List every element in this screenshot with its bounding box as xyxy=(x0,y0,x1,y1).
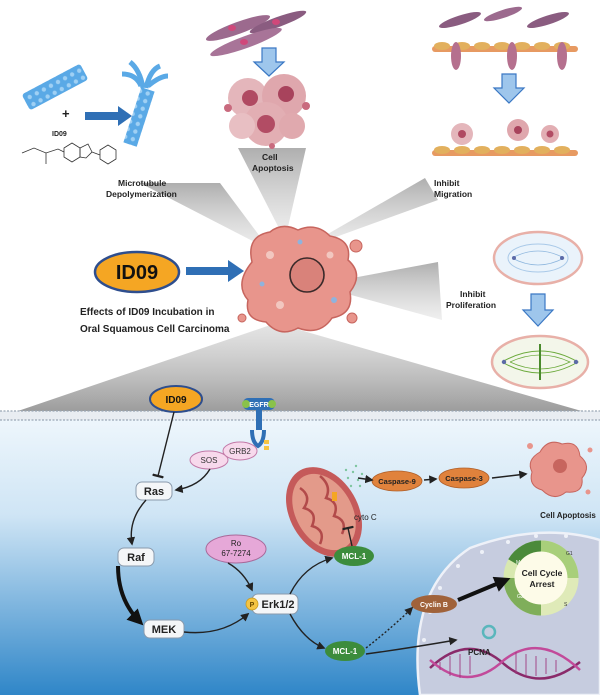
phase-m-label: M xyxy=(516,560,520,566)
spindle-cells-top xyxy=(205,10,307,57)
arrow-ras-to-raf xyxy=(126,499,147,546)
raf-label: Raf xyxy=(127,552,145,564)
mcl1-cyto-label: MCL-1 xyxy=(333,647,358,656)
grb2-node xyxy=(222,441,258,461)
arrest-label-2: Arrest xyxy=(529,579,554,589)
mcl1-cyto-node xyxy=(325,641,365,661)
dividing-cell-lower xyxy=(490,334,590,390)
proliferation-label-1: Inhibit xyxy=(460,289,486,299)
apoptosis-label-2: Apoptosis xyxy=(252,163,294,173)
beam-migration xyxy=(300,178,438,250)
arrow-cytoc-to-caspase9 xyxy=(357,474,374,484)
arrow-mcl1-to-pcna xyxy=(365,637,458,655)
arrow-down-apoptosis xyxy=(252,47,286,77)
arrow-caspase9-to-caspase3 xyxy=(423,475,438,484)
arrow-erk-to-mcl1-cyto xyxy=(289,613,326,650)
dividing-cell-upper xyxy=(492,230,584,286)
microtubule-illustration: + ID09 xyxy=(21,60,169,165)
egfr-label: EGFR xyxy=(249,402,268,409)
pathway-arrows xyxy=(126,411,528,655)
arrest-label-1: Cell Cycle xyxy=(522,568,563,578)
depolymerized-microtubule-icon xyxy=(121,60,169,147)
oscc-cell-icon xyxy=(237,225,363,333)
arrow-to-microtubule xyxy=(85,106,132,126)
ras-label: Ras xyxy=(144,486,164,498)
caspase3-node xyxy=(438,467,490,489)
dna-helix-icon xyxy=(429,646,581,680)
ro-inhibitor-node xyxy=(205,534,267,564)
beam-microtubule xyxy=(140,183,270,250)
cytochrome-dots xyxy=(344,464,364,488)
erk-label: Erk1/2 xyxy=(261,599,294,611)
cyclin-b-label: Cyclin B xyxy=(420,602,448,609)
sos-label: SOS xyxy=(201,456,218,465)
mitochondrion-icon xyxy=(286,467,362,557)
beam-apoptosis xyxy=(238,148,306,240)
raf-node xyxy=(117,547,155,567)
chemical-structure xyxy=(21,142,117,165)
caspase3-label: Caspase-3 xyxy=(445,474,483,483)
subtitle-line-2: Oral Squamous Cell Carcinoma xyxy=(80,324,230,335)
phase-g1-label: G1 xyxy=(566,551,573,557)
cell-membrane xyxy=(0,410,600,421)
subtitle-line-1: Effects of ID09 Incubation in xyxy=(80,307,214,318)
apoptosis-label-1: Cell xyxy=(262,152,278,162)
pcna-label: PCNA xyxy=(468,648,491,657)
drug-pill-label: ID09 xyxy=(116,262,158,284)
cyclin-b-node xyxy=(411,595,457,613)
mcl1-mito-label: MCL-1 xyxy=(342,552,367,561)
cyto-c-label: cyto C xyxy=(354,513,377,522)
id09-node xyxy=(149,385,203,413)
cell-apoptosis-label: Cell Apoptosis xyxy=(540,511,596,520)
drug-pill xyxy=(93,250,181,294)
grb2-label: GRB2 xyxy=(229,447,251,456)
plus-sign: + xyxy=(62,106,70,121)
beam-proliferation xyxy=(315,262,442,320)
arrow-down-proliferation xyxy=(521,293,555,327)
microtubule-label-2: Depolymerization xyxy=(106,189,177,199)
molecule-label: ID09 xyxy=(52,131,67,138)
phase-g2-label: G2 xyxy=(517,594,524,600)
ras-node xyxy=(135,481,173,501)
mek-label: MEK xyxy=(152,624,177,636)
migration-illustration-bottom xyxy=(432,119,578,156)
sos-node xyxy=(189,450,229,470)
ro-label-2: 67-7274 xyxy=(221,549,251,558)
caspase9-label: Caspase-9 xyxy=(378,477,416,486)
arrow-cyclin-to-arrest xyxy=(457,576,511,602)
pcna-ring-icon xyxy=(481,624,497,640)
arrow-raf-to-mek xyxy=(116,565,144,626)
microtubule-label-1: Microtubule xyxy=(118,178,166,188)
arrow-caspase3-to-apoptosis xyxy=(491,470,528,479)
arrow-ro-to-erk xyxy=(227,562,254,592)
arrow-drug-to-cell xyxy=(186,260,244,282)
id09-node-label: ID09 xyxy=(165,395,187,406)
migration-illustration-top xyxy=(432,6,578,70)
arrow-erk-to-mcl1-mito xyxy=(289,555,334,595)
phospho-label: P xyxy=(250,602,255,609)
arrow-down-migration xyxy=(492,73,526,104)
arrow-mcl1-to-cyclin xyxy=(365,606,414,649)
mek-node xyxy=(143,619,185,639)
arrow-mek-to-erk xyxy=(183,612,250,634)
mcl1-mito-node xyxy=(334,546,374,566)
phase-s-label: S xyxy=(564,602,568,608)
arrow-id09-inhibits-ras xyxy=(152,411,175,479)
migration-label-1: Inhibit xyxy=(434,178,460,188)
apoptotic-cell-icon xyxy=(527,441,593,497)
phospho-badge xyxy=(245,597,259,611)
ro-label-1: Ro xyxy=(231,539,242,548)
migration-label-2: Migration xyxy=(434,189,472,199)
egfr-receptor xyxy=(242,398,276,450)
arrow-mcl1-inhibits-cytoc xyxy=(342,525,354,547)
apoptotic-cells-cluster xyxy=(224,74,310,149)
proliferation-label-2: Proliferation xyxy=(446,300,496,310)
arrow-sos-to-ras xyxy=(174,468,211,494)
